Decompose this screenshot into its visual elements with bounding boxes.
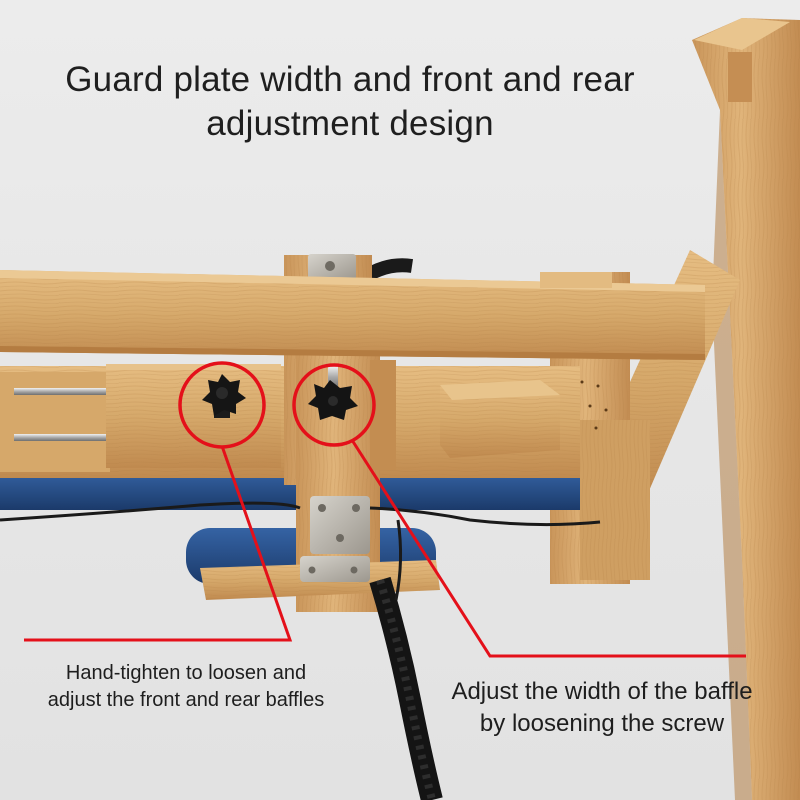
screw-icon — [336, 534, 344, 542]
metal-brackets — [300, 254, 370, 582]
callout-right-line-1: Adjust the width of the baffle — [451, 678, 753, 705]
star-knob-icon — [308, 366, 358, 420]
headline-line-1: Guard plate width and front and rear — [65, 60, 635, 99]
annotation-circle-right — [292, 363, 376, 447]
leader-line-left — [24, 445, 293, 642]
callout-right: Adjust the width of the baffle by loosen… — [404, 676, 800, 740]
callout-left-line-2: adjust the front and rear baffles — [47, 689, 325, 711]
callout-left-line-1: Hand-tighten to loosen and — [65, 662, 307, 684]
headline: Guard plate width and front and rear adj… — [0, 58, 700, 146]
left-adjust-block — [106, 364, 281, 468]
headline-line-2: adjustment design — [206, 104, 494, 143]
annotation-overlay — [24, 361, 746, 658]
top-beam — [0, 270, 705, 360]
callout-left: Hand-tighten to loosen and adjust the fr… — [6, 660, 366, 714]
leader-line-right — [350, 439, 746, 658]
strap-hanging — [0, 501, 601, 800]
star-knob-icon — [202, 374, 246, 418]
callout-right-line-2: by loosening the screw — [479, 710, 725, 737]
right-raised-block — [440, 380, 560, 458]
